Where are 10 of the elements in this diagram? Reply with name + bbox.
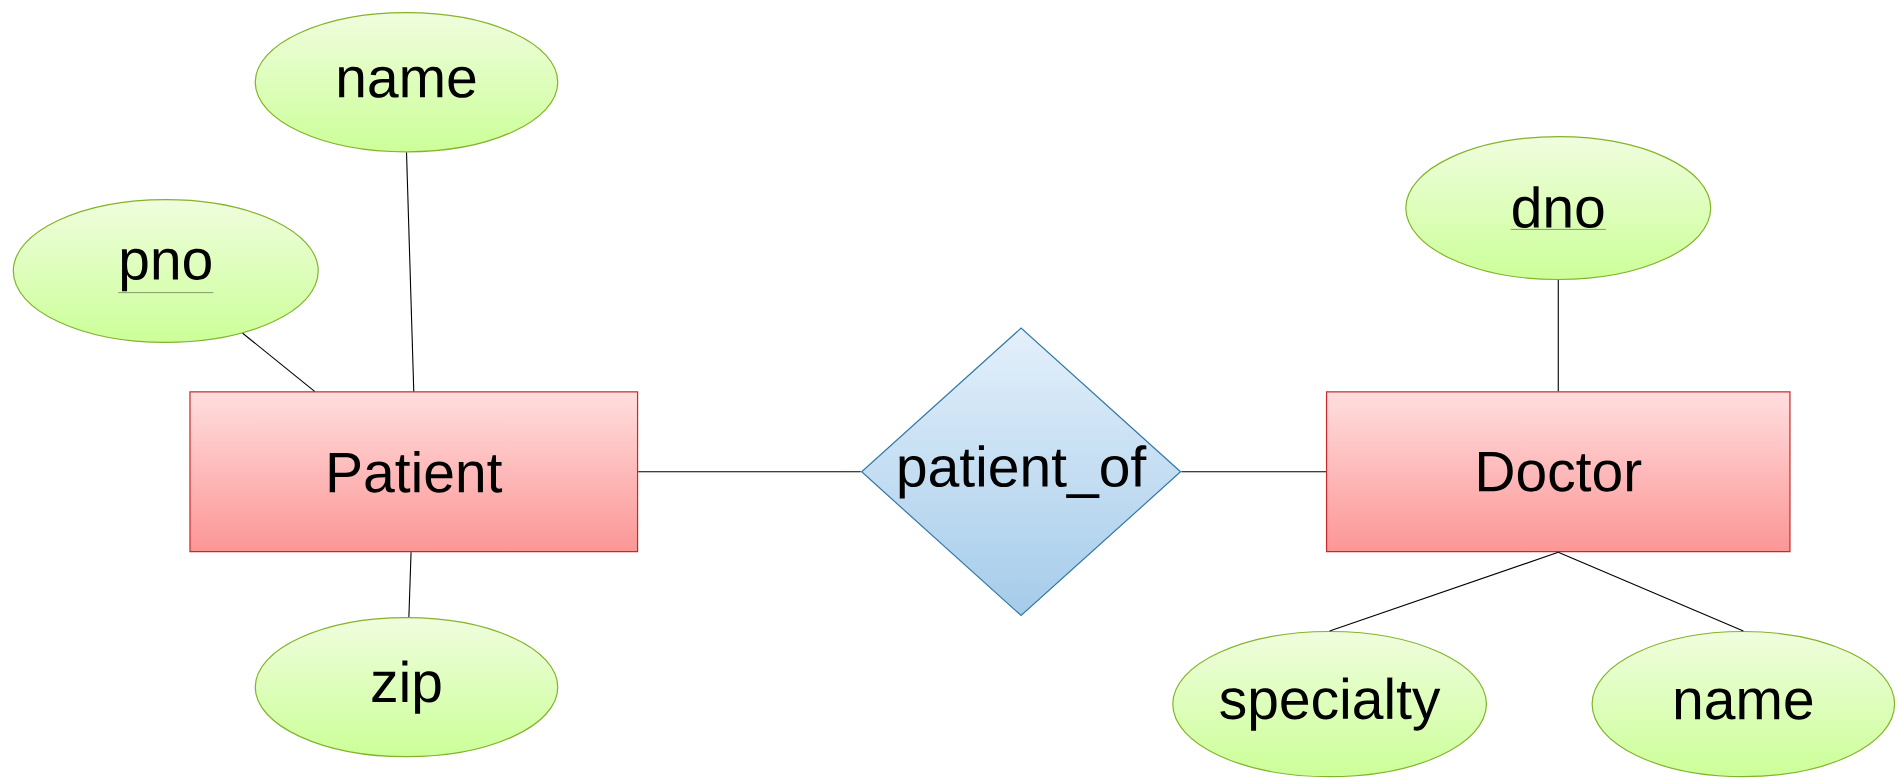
connector-line [242, 332, 316, 392]
connector-line [637, 471, 862, 473]
connector-line [1557, 551, 1744, 632]
entity-box: Patient [189, 391, 639, 553]
connector-line [1180, 471, 1327, 473]
connector-line [1329, 551, 1559, 632]
entity-box: Doctor [1325, 391, 1791, 553]
connector-line [408, 551, 412, 618]
connector-line [1557, 279, 1559, 392]
connector-line [405, 151, 415, 392]
